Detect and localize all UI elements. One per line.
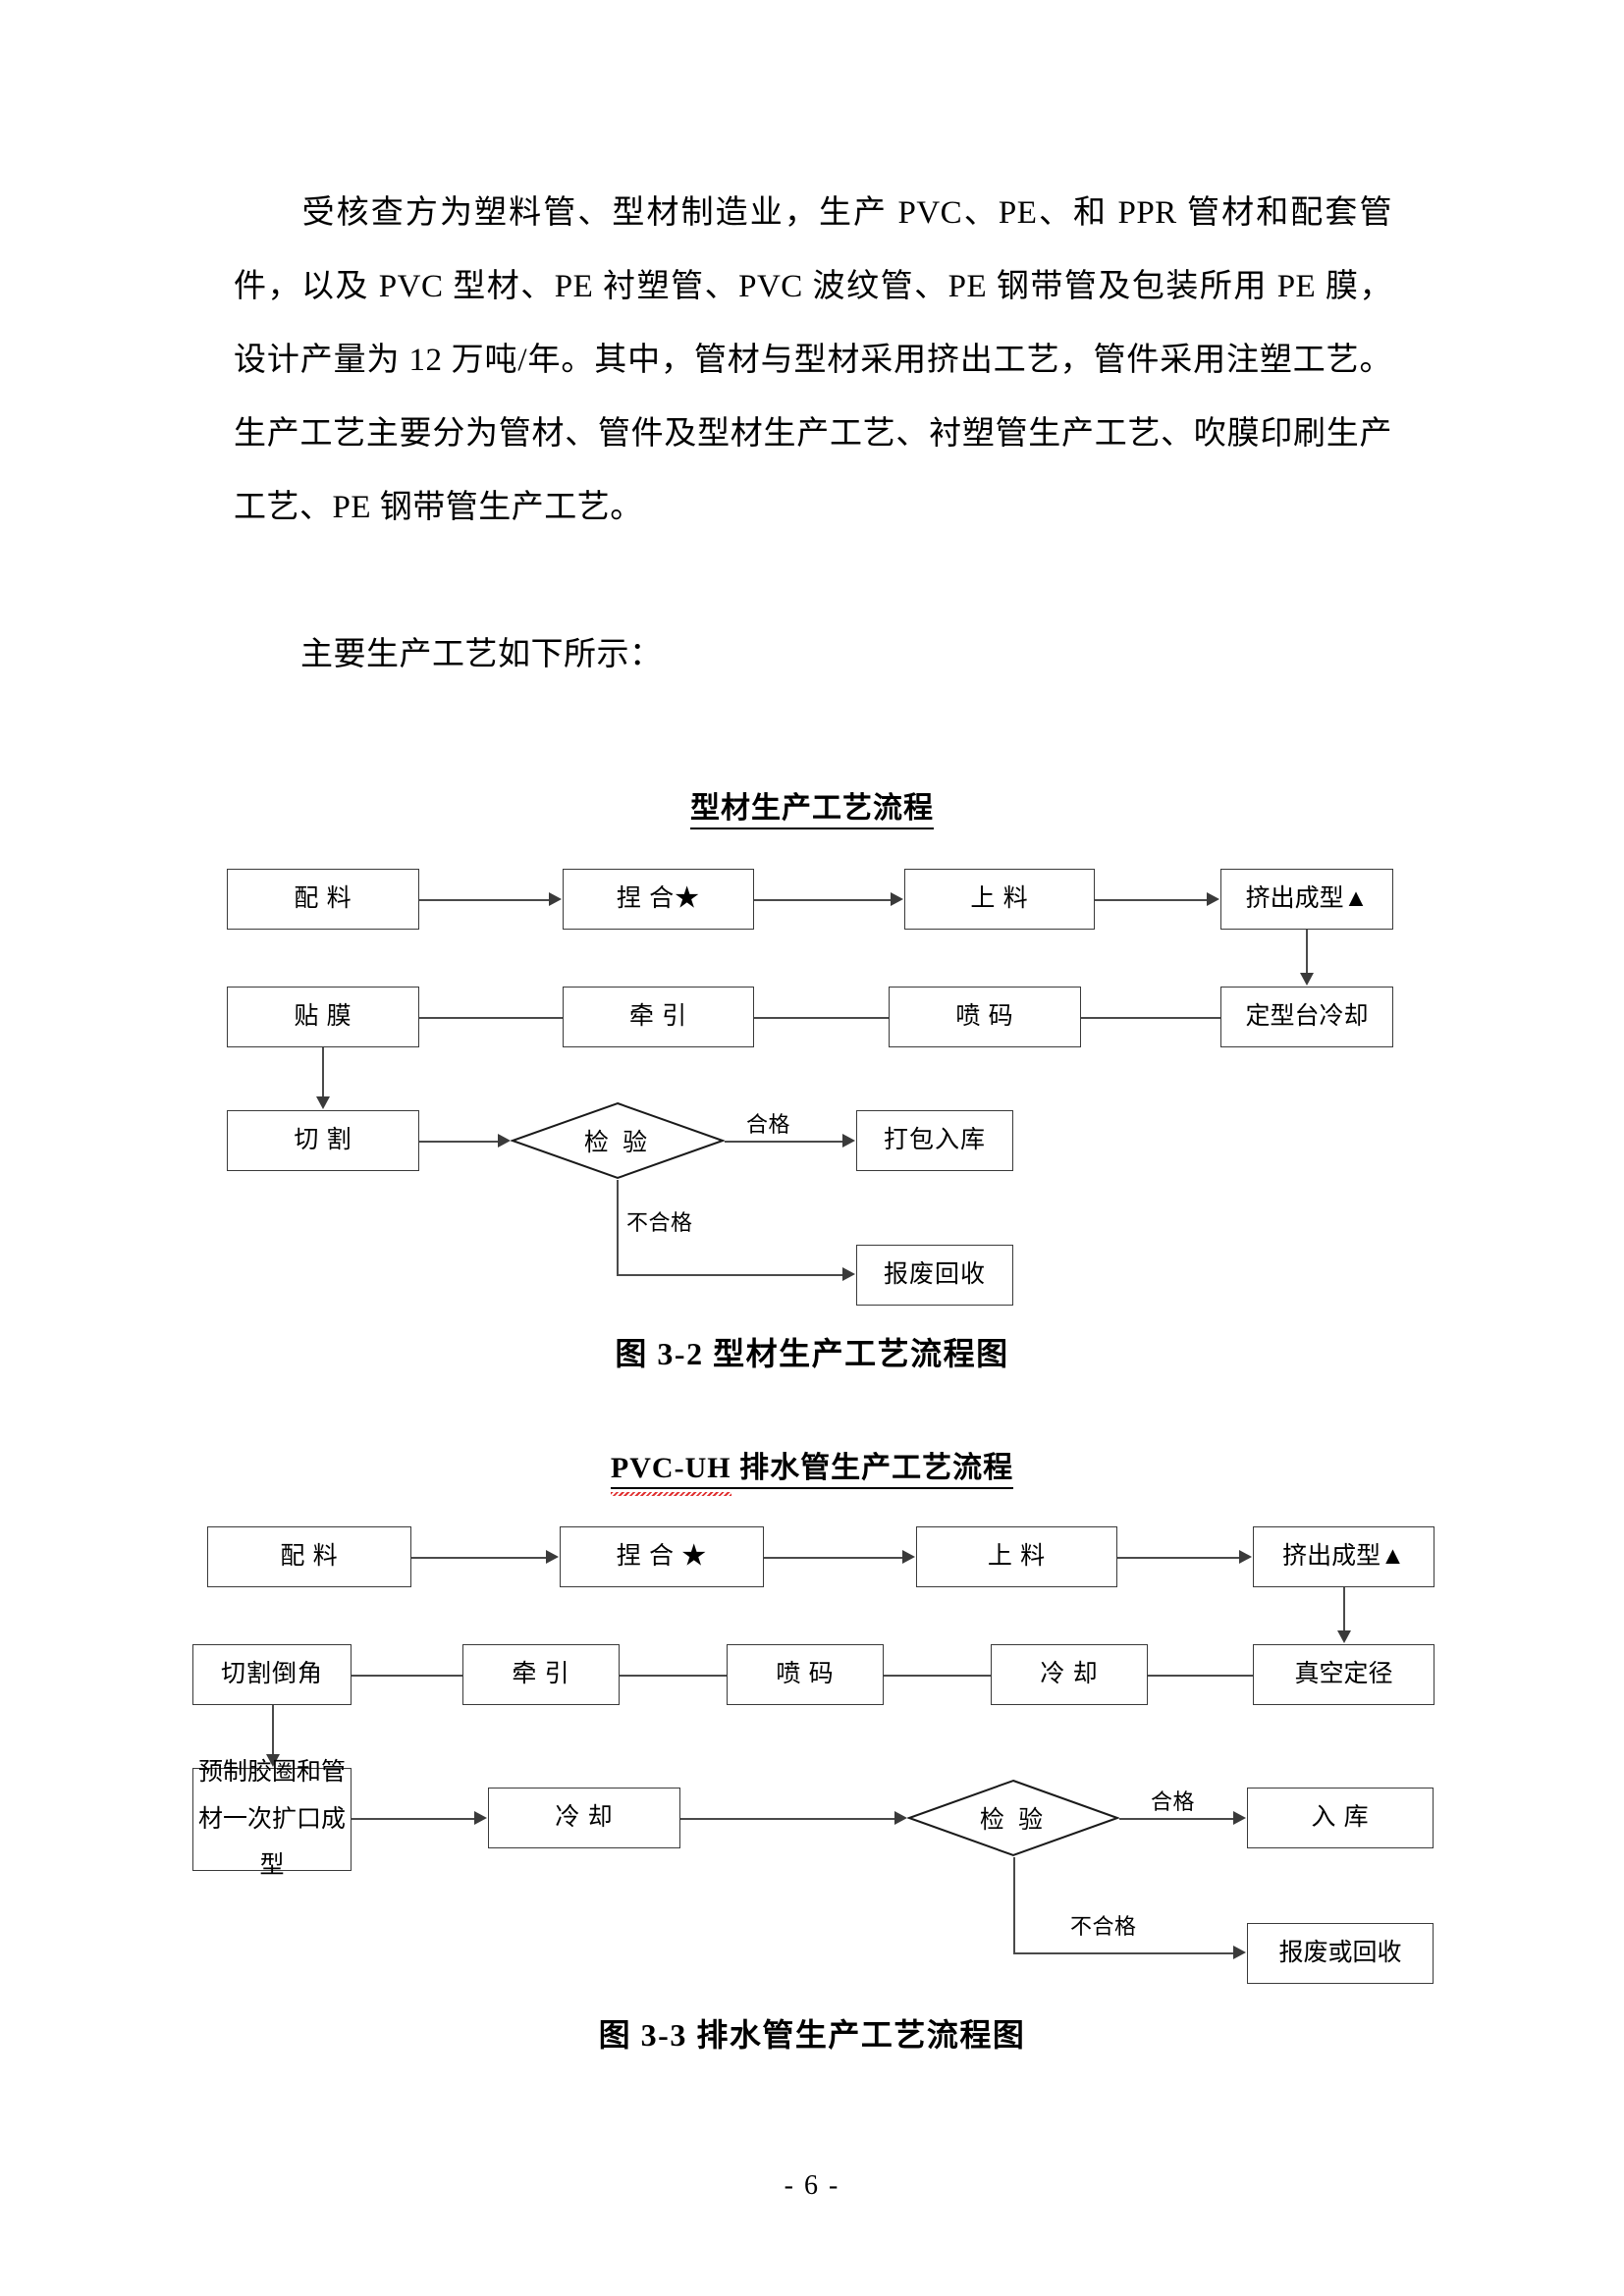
figure2-node-baofeihuohuishou: 报废或回收 (1247, 1923, 1434, 1984)
figure2-edgelabel-pass: 合格 (1151, 1789, 1196, 1814)
figure2-edge-7 (619, 1675, 727, 1677)
figure1-edge-5 (1081, 1017, 1220, 1019)
figure1-heading: 型材生产工艺流程 (0, 783, 1624, 829)
figure1-edge-9 (419, 1141, 498, 1143)
figure1-decision-jianyan: 检 验 (511, 1101, 725, 1180)
figure1-edgelabel-fail: 不合格 (626, 1210, 693, 1235)
figure1-edgelabel-pass: 合格 (746, 1112, 791, 1137)
figure2-node-yuzhijiaoquan-line1: 预制胶圈和管 (197, 1759, 346, 1787)
paragraph-1-text: 受核查方为塑料管、型材制造业，生产 PVC、PE、和 PPR 管材和配套管件，以… (234, 195, 1392, 525)
figure2-node-lengque-2: 冷 却 (488, 1788, 680, 1848)
figure2-edge-8 (351, 1675, 462, 1677)
figure2-node-penma: 喷 码 (727, 1644, 884, 1705)
figure1-node-jichuchengxing: 挤出成型▲ (1220, 869, 1393, 930)
figure2-node-niehe: 捏 合 ★ (560, 1526, 764, 1587)
figure2-arrow-10 (474, 1811, 487, 1825)
figure2-edge-fail-h (1013, 1952, 1233, 1954)
figure2-arrow-11 (894, 1811, 907, 1825)
figure2-node-shangliao: 上 料 (916, 1526, 1117, 1587)
figure2-arrow-pass (1233, 1811, 1246, 1825)
figure1-decision-label: 检 验 (583, 1130, 652, 1156)
figure1-node-dingxingtailengque: 定型台冷却 (1220, 987, 1393, 1047)
figure2-arrow-1 (546, 1550, 559, 1564)
figure2-heading-rest: 排水管生产工艺流程 (731, 1452, 1014, 1489)
figure1-caption: 图 3-2 型材生产工艺流程图 (615, 1336, 1009, 1371)
figure1-arrow-fail (842, 1267, 855, 1281)
figure1-edge-pass (725, 1141, 842, 1143)
figure2-node-qianyin: 牵 引 (462, 1644, 620, 1705)
figure1-heading-text: 型材生产工艺流程 (690, 792, 934, 829)
figure2-arrow-fail (1233, 1946, 1246, 1959)
figure2-edge-6 (883, 1675, 991, 1677)
figure1-edge-8 (322, 1047, 324, 1096)
figure1-arrow-2 (891, 892, 903, 906)
figure1-flowchart: 配 料 捏 合★ 上 料 挤出成型▲ 定型台冷却 喷 码 牵 引 贴 膜 切 割 (0, 844, 1624, 1306)
figure2-arrow-3 (1239, 1550, 1252, 1564)
figure1-arrow-1 (549, 892, 562, 906)
figure1-node-tiemo: 贴 膜 (227, 987, 419, 1047)
figure1-edge-fail-v (617, 1180, 619, 1275)
figure2-heading: PVC-UH 排水管生产工艺流程 (0, 1443, 1624, 1489)
figure2-edge-pass (1119, 1818, 1233, 1820)
figure1-arrow-8 (316, 1096, 330, 1109)
figure1-node-niehe: 捏 合★ (563, 869, 754, 930)
figure2-node-yuzhijiaoquan-line2: 材一次扩口成型 (197, 1805, 346, 1880)
body-paragraph-2: 主要生产工艺如下所示： (234, 618, 1392, 692)
figure2-flowchart: 配 料 捏 合 ★ 上 料 挤出成型▲ 真空定径 冷 却 喷 码 牵 引 切割倒… (0, 1502, 1624, 1984)
figure1-node-shangliao: 上 料 (904, 869, 1095, 930)
body-paragraph-1: 受核查方为塑料管、型材制造业，生产 PVC、PE、和 PPR 管材和配套管件，以… (234, 177, 1392, 545)
figure2-decision-label: 检 验 (979, 1807, 1048, 1834)
figure2-node-peiliao: 配 料 (207, 1526, 411, 1587)
figure2-edge-4 (1343, 1587, 1345, 1630)
figure2-node-zhenkongdingjing: 真空定径 (1253, 1644, 1435, 1705)
figure2-arrow-4 (1337, 1630, 1351, 1643)
figure2-node-ruku: 入 库 (1247, 1788, 1434, 1848)
figure1-node-qiege: 切 割 (227, 1110, 419, 1171)
figure2-edge-11 (680, 1818, 894, 1820)
figure2-edge-1 (411, 1557, 546, 1559)
figure1-edge-3 (1095, 899, 1207, 901)
figure2-edge-5 (1148, 1675, 1253, 1677)
figure1-node-dabaoruku: 打包入库 (856, 1110, 1013, 1171)
figure1-node-peiliao: 配 料 (227, 869, 419, 930)
figure1-edge-7 (419, 1017, 563, 1019)
figure2-node-lengque-1: 冷 却 (991, 1644, 1148, 1705)
figure1-node-penma: 喷 码 (889, 987, 1081, 1047)
figure2-heading-prefix: PVC-UH (610, 1452, 731, 1489)
figure2-edge-2 (764, 1557, 902, 1559)
page-number: - 6 - (784, 2170, 840, 2201)
figure2-decision-jianyan: 检 验 (907, 1779, 1119, 1857)
figure1-arrow-3 (1207, 892, 1219, 906)
figure2-edge-3 (1117, 1557, 1239, 1559)
paragraph-2-text: 主要生产工艺如下所示： (300, 637, 663, 672)
figure1-node-qianyin: 牵 引 (563, 987, 754, 1047)
figure1-edge-6 (754, 1017, 889, 1019)
figure2-arrow-2 (902, 1550, 915, 1564)
diamond-shape-icon (511, 1101, 725, 1180)
figure2-edge-fail-v (1013, 1857, 1015, 1953)
figure1-edge-1 (419, 899, 549, 901)
figure1-arrow-9 (498, 1134, 511, 1148)
figure1-node-baofeihuishou: 报废回收 (856, 1245, 1013, 1306)
figure2-edge-9 (272, 1705, 274, 1754)
figure2-caption: 图 3-3 排水管生产工艺流程图 (598, 2017, 1026, 2053)
figure1-arrow-4 (1300, 973, 1314, 986)
figure1-edge-2 (754, 899, 891, 901)
figure1-arrow-pass (842, 1134, 855, 1148)
figure2-arrow-9 (266, 1754, 280, 1767)
figure1-edge-4 (1306, 930, 1308, 973)
figure2-node-yuzhijiaoquan: 预制胶圈和管 材一次扩口成型 (192, 1759, 352, 1879)
figure2-node-qiegedaojiao: 切割倒角 (192, 1644, 352, 1705)
figure2-edgelabel-fail: 不合格 (1070, 1914, 1137, 1939)
figure2-edge-10 (352, 1818, 474, 1820)
figure1-edge-fail-h (617, 1274, 842, 1276)
diamond-shape-icon (907, 1779, 1119, 1857)
figure2-node-jichuchengxing: 挤出成型▲ (1253, 1526, 1435, 1587)
